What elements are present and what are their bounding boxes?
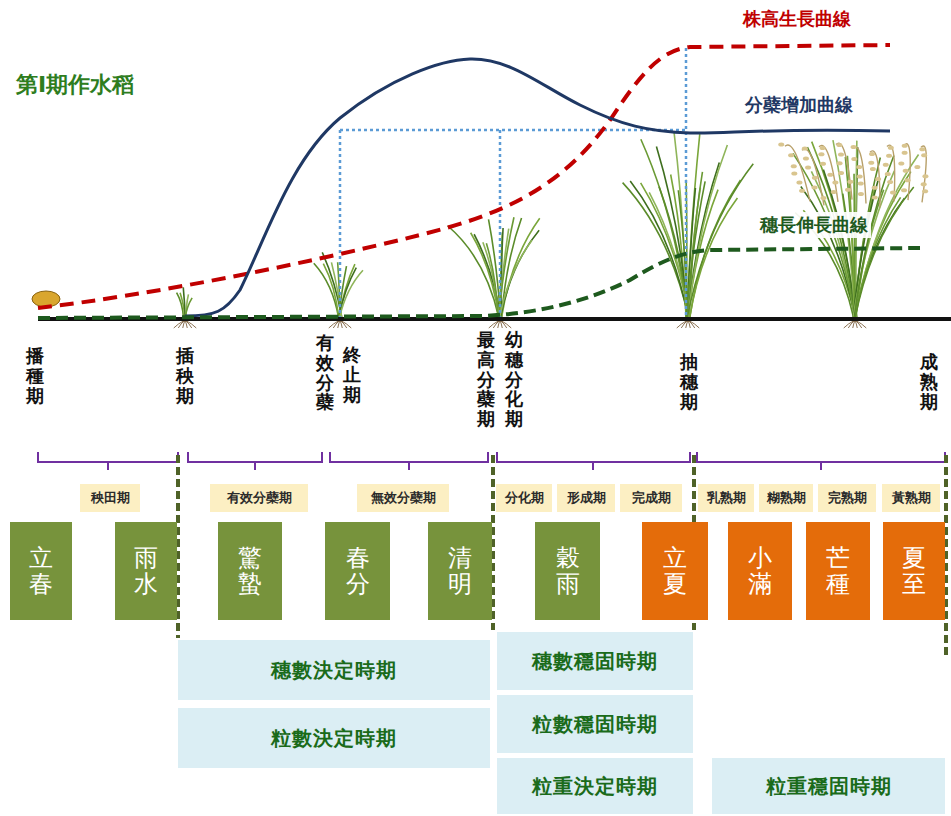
stage-label: 有效分蘗 <box>316 333 334 412</box>
period-box: 無效分蘗期 <box>357 484 449 512</box>
period-box: 黃熟期 <box>882 484 940 512</box>
period-box: 有效分蘗期 <box>210 484 308 512</box>
box-text: 完熟期 <box>828 489 867 507</box>
determination-box: 穗數穩固時期 <box>497 632 693 690</box>
stage-label: 終止期 <box>343 345 361 404</box>
stage-label: 插秧期 <box>176 346 194 405</box>
period-box: 完成期 <box>620 484 682 512</box>
height-curve <box>38 45 890 308</box>
period-box: 秧田期 <box>80 484 140 512</box>
curve-label: 株高生長曲線 <box>740 6 854 32</box>
solar-term-text: 驚蟄 <box>238 545 262 598</box>
solar-term-text: 立春 <box>29 545 53 598</box>
seed <box>32 291 60 307</box>
period-box: 糊熟期 <box>759 484 813 512</box>
tiller-curve <box>185 59 890 316</box>
solar-term-box: 驚蟄 <box>218 522 282 620</box>
solar-term-box: 穀雨 <box>535 522 600 620</box>
box-text: 糊熟期 <box>767 489 806 507</box>
stage-label: 最高分蘗期 <box>477 330 495 429</box>
box-text: 穗數穩固時期 <box>532 648 658 675</box>
solar-term-box: 清明 <box>428 522 492 620</box>
solar-term-box: 小滿 <box>728 522 792 620</box>
solar-term-text: 小滿 <box>748 545 772 598</box>
solar-term-box: 夏至 <box>883 522 945 620</box>
box-text: 粒數穩固時期 <box>532 711 658 738</box>
period-box: 形成期 <box>557 484 615 512</box>
determination-box: 粒重穩固時期 <box>712 758 945 814</box>
solar-term-box: 芒種 <box>806 522 870 620</box>
box-text: 乳熟期 <box>707 489 746 507</box>
solar-term-box: 立春 <box>10 522 72 620</box>
box-text: 完成期 <box>632 489 671 507</box>
determination-box: 粒數穩固時期 <box>497 695 693 753</box>
period-dividers <box>178 455 946 655</box>
box-text: 穗數決定時期 <box>271 657 397 684</box>
box-text: 秧田期 <box>91 489 130 507</box>
diagram-title: 第Ⅰ期作水稻 <box>16 70 134 100</box>
box-text: 無效分蘗期 <box>371 489 436 507</box>
box-text: 粒重決定時期 <box>532 773 658 800</box>
box-text: 黃熟期 <box>892 489 931 507</box>
stage-label: 播種期 <box>26 346 44 405</box>
box-text: 形成期 <box>567 489 606 507</box>
box-text: 有效分蘗期 <box>227 489 292 507</box>
box-text: 粒重穩固時期 <box>766 773 892 800</box>
period-box: 完熟期 <box>818 484 876 512</box>
solar-term-text: 春分 <box>346 545 370 598</box>
curve-label: 穗長伸長曲線 <box>757 212 871 238</box>
solar-term-text: 芒種 <box>826 545 850 598</box>
period-box: 分化期 <box>496 484 552 512</box>
solar-term-text: 清明 <box>448 545 472 598</box>
stage-label: 幼穗分化期 <box>505 330 523 429</box>
box-text: 分化期 <box>505 489 544 507</box>
box-text: 粒數決定時期 <box>271 725 397 752</box>
stage-label: 抽穗期 <box>680 352 698 411</box>
solar-term-text: 立夏 <box>663 545 687 598</box>
period-box: 乳熟期 <box>698 484 754 512</box>
solar-term-text: 雨水 <box>134 545 158 598</box>
solar-term-text: 穀雨 <box>556 545 580 598</box>
solar-term-box: 立夏 <box>642 522 708 620</box>
stage-label: 成熟期 <box>920 352 938 411</box>
determination-box: 穗數決定時期 <box>178 640 490 700</box>
solar-term-box: 雨水 <box>115 522 177 620</box>
solar-term-box: 春分 <box>325 522 390 620</box>
determination-box: 粒數決定時期 <box>178 708 490 768</box>
panicle-curve <box>38 248 920 318</box>
rice-plants <box>174 133 929 328</box>
curve-label: 分蘗增加曲線 <box>742 92 856 118</box>
determination-box: 粒重決定時期 <box>497 758 693 814</box>
solar-term-text: 夏至 <box>902 545 926 598</box>
